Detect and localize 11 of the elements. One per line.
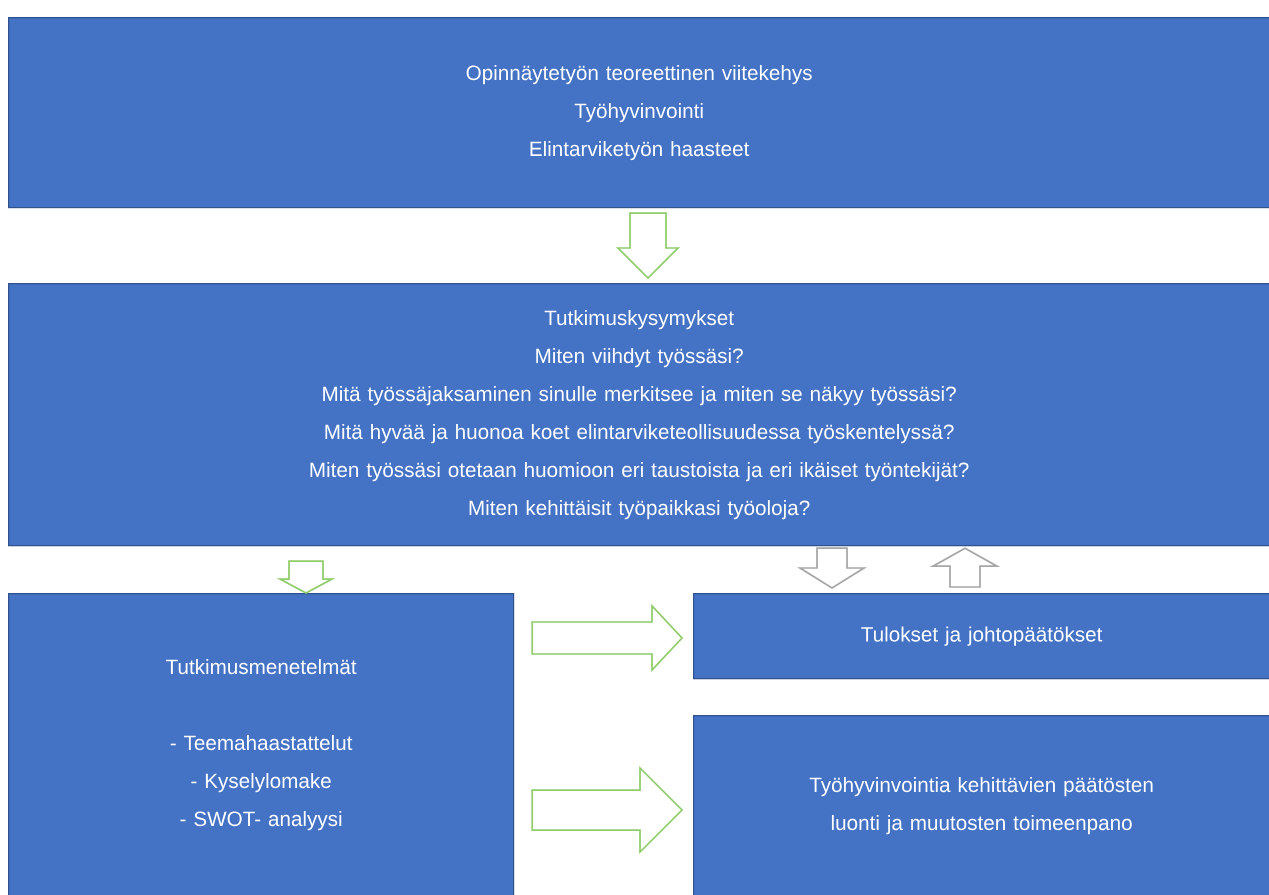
process-box: Tutkimuskysymykset Miten viihdyt työssäsi? Mitä työssäjaksaminen sinulle merkitsee ja miten se näkyy työssäsi? Mitä hyvää ja huonoa koet elintarviketeollisuudessa työskentelyssä? Miten työssäsi otetaan huomioon eri taustoista ja eri ikäiset työntekijät? Miten kehittäisit työpaikkasi työoloja?	[8, 283, 1269, 547]
process-box: Työhyvinvointia kehittävien päätösten luonti ja muutosten toimeenpano	[693, 715, 1269, 895]
process-box: Tutkimusmenetelmät - Teemahaastattelut - Kyselylomake - SWOT- analyysi	[8, 593, 515, 895]
block-arrow	[797, 547, 868, 590]
block-arrow	[929, 547, 1001, 588]
block-arrow	[531, 765, 684, 855]
block-arrow	[615, 212, 681, 280]
block-arrow	[276, 560, 336, 594]
process-box: Tulokset ja johtopäätökset	[693, 593, 1269, 680]
block-arrow	[531, 603, 684, 673]
process-box: Opinnäytetyön teoreettinen viitekehys Työhyvinvointi Elintarviketyön haasteet	[8, 17, 1269, 209]
